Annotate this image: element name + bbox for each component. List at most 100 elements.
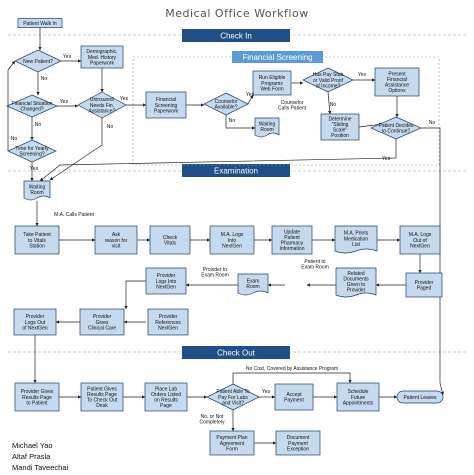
node-box <box>149 225 191 255</box>
edge-label-no-pay-stub: No <box>330 102 337 108</box>
edge-label-yes-pay-stub: Yes <box>358 72 367 78</box>
node-label: Patient Walk In <box>23 21 57 27</box>
node-box <box>80 382 124 412</box>
financial-screening-label: Financial Screening <box>242 53 312 62</box>
edge-label-yes-new-patient: Yes <box>63 54 72 60</box>
author-1: Michael Yao <box>12 441 53 450</box>
edge-label-yes-yearly: Yes <box>30 166 39 172</box>
node-box <box>147 308 189 336</box>
document-shape <box>254 117 280 138</box>
node-box <box>144 382 188 412</box>
node-box <box>274 383 314 411</box>
connector-33 <box>124 280 146 310</box>
connector-10 <box>49 118 103 181</box>
edge-label-no-fin-situation: No <box>35 122 42 128</box>
lane-header-check-in: Check In <box>182 29 290 42</box>
connector-lines <box>7 27 444 445</box>
financial-screening-banner: Financial Screening <box>232 51 323 63</box>
node-label: Uninsured/Needs Fin.Assistance? <box>89 97 116 114</box>
node-patient-leaves: Patient Leaves <box>396 390 444 404</box>
edge-label-yes-uninsured: Yes <box>120 96 129 102</box>
edge-label-yes-counselor: Yes <box>246 92 255 98</box>
node-box <box>14 382 60 412</box>
lane-header-check-out: Check Out <box>182 346 290 359</box>
decision-diamond <box>14 49 62 73</box>
edge-label-no-uninsured: No <box>107 124 114 130</box>
edge-label-yes-fin-situation: Yes <box>60 99 69 105</box>
decision-diamond <box>206 383 260 411</box>
decision-diamond <box>6 94 58 118</box>
node-box <box>399 225 441 255</box>
connector-12 <box>247 94 254 105</box>
node-box <box>209 225 255 255</box>
decision-diamond <box>302 67 354 93</box>
connector-20 <box>421 127 444 396</box>
node-new-patient: New Patient? <box>14 49 62 73</box>
document-shape <box>334 225 378 254</box>
edge-label-yes-continue: Yes <box>382 156 391 162</box>
node-box <box>79 308 125 336</box>
connector-19 <box>39 139 397 182</box>
node-box <box>275 430 321 456</box>
edge-label-no-counselor: No <box>229 118 236 124</box>
node-box <box>374 67 420 97</box>
decision-diamond <box>7 139 57 163</box>
document-shape <box>23 180 51 201</box>
edge-label-no-yearly: No <box>11 136 18 142</box>
node-box <box>94 225 138 255</box>
decision-diamond <box>370 116 422 140</box>
node-box <box>271 225 313 255</box>
node-uninsured: Uninsured/Needs Fin.Assistance? <box>77 91 127 119</box>
lane-label-check-out: Check Out <box>217 349 256 358</box>
node-box <box>320 113 360 141</box>
diagram-title: Medical Office Workflow <box>165 7 308 20</box>
